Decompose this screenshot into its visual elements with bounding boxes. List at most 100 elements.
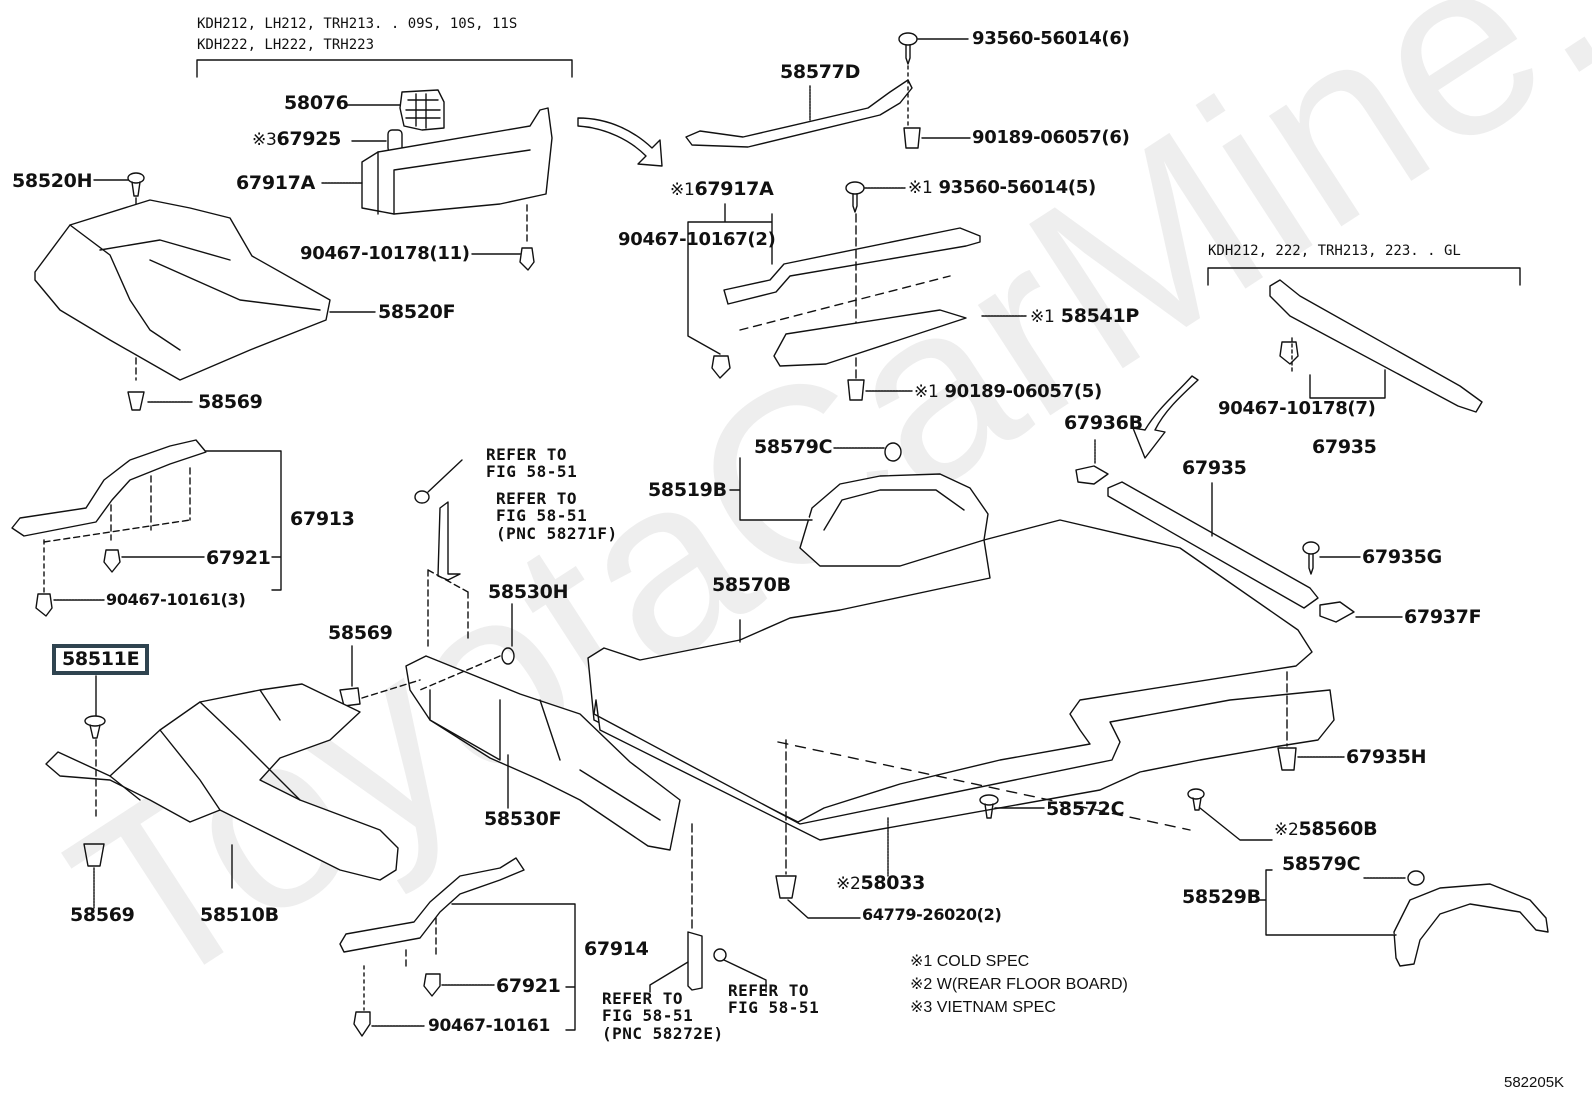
note-mark: ※2 [1274, 820, 1299, 840]
part-label-90467-10167-2[interactable]: 90467-10167(2) [618, 229, 776, 250]
part-number: 93560-56014(5) [938, 177, 1096, 198]
part-number: 90189-06057(5) [944, 381, 1102, 402]
part-67935H-drawing [1277, 671, 1345, 771]
bracket-58272E-drawing [649, 823, 703, 993]
part-label-58569-c[interactable]: 58569 [70, 904, 135, 926]
part-label-64779-26020-2[interactable]: 64779-26020(2) [862, 905, 1002, 924]
part-label-58530H[interactable]: 58530H [488, 581, 569, 603]
refer-to-fig-58-51-pnc-58272E[interactable]: REFER TO FIG 58-51 (PNC 58272E) [602, 989, 724, 1043]
diagram-code: 582205K [1504, 1074, 1565, 1091]
applicability-bracket-right [1207, 267, 1521, 286]
refer-to-fig-58-51-pnc-58271F[interactable]: REFER TO FIG 58-51 (PNC 58271F) [496, 489, 618, 543]
part-58569-clip-a-drawing [127, 391, 193, 411]
part-label-67936B[interactable]: 67936B [1064, 412, 1143, 434]
direction-arrow-top [577, 117, 663, 167]
part-label-58579C-a[interactable]: 58579C [754, 436, 833, 458]
part-label-58519B[interactable]: 58519B [648, 479, 727, 501]
part-label-58076[interactable]: 58076 [284, 92, 349, 114]
part-58572C-drawing [979, 794, 1045, 819]
refer-to-fig-58-51-a[interactable]: REFER TO FIG 58-51 [486, 445, 578, 482]
part-90467-10178-7-clip-drawing [1279, 341, 1299, 365]
note-mark: ※1 [908, 178, 933, 198]
spec-notes: ※1 COLD SPEC ※2 W(REAR FLOOR BOARD) ※3 V… [910, 950, 1128, 1019]
part-label-58569-b[interactable]: 58569 [328, 622, 393, 644]
part-label-67935-b[interactable]: 67935 [1182, 457, 1247, 479]
part-number: 58541P [1060, 305, 1140, 327]
part-90467-10161-clip-drawing [353, 965, 425, 1037]
part-58033-drawing [593, 689, 1335, 877]
part-67921-clip-b-drawing [423, 973, 495, 997]
part-93560-56014-6-drawing [898, 32, 969, 129]
bracket-58271F-drawing [427, 501, 469, 651]
part-58560B-drawing [1187, 788, 1273, 841]
part-label-90189-06057-6[interactable]: 90189-06057(6) [972, 127, 1130, 148]
part-58510B-drawing [45, 683, 399, 889]
part-label-90467-10178-7[interactable]: 90467-10178(7) [1218, 398, 1376, 419]
note-mark: ※1 [1030, 307, 1055, 327]
part-label-67913[interactable]: 67913 [290, 508, 355, 530]
part-label-67937F[interactable]: 67937F [1404, 606, 1482, 628]
part-label-58569-a[interactable]: 58569 [198, 391, 263, 413]
part-67913-drawing [11, 439, 282, 591]
part-58569-clip-b-drawing [339, 645, 421, 707]
part-label-90467-10161[interactable]: 90467-10161 [428, 1016, 551, 1036]
part-58529B-drawing [1255, 869, 1549, 967]
part-label-58560B[interactable]: ※258560B [1274, 818, 1378, 840]
applicability-bracket-top-left [196, 59, 573, 78]
part-label-58570B[interactable]: 58570B [712, 574, 791, 596]
part-label-67921-a[interactable]: 67921 [206, 547, 271, 569]
part-label-58529B[interactable]: 58529B [1182, 886, 1261, 908]
bolt-refer-a-drawing [414, 459, 463, 504]
part-label-58577D[interactable]: 58577D [780, 61, 861, 83]
part-58530H-drawing [419, 603, 515, 691]
part-67917A-cold-drawing [687, 203, 981, 355]
part-label-67921-b[interactable]: 67921 [496, 975, 561, 997]
part-label-58541P[interactable]: ※1 58541P [1030, 307, 1139, 326]
part-label-90189-06057-5[interactable]: ※1 90189-06057(5) [914, 383, 1102, 401]
spec-note: ※3 VIETNAM SPEC [910, 999, 1056, 1016]
note-mark: ※1 [670, 180, 695, 200]
part-67921-clip-a-drawing [103, 549, 205, 573]
part-label-90467-10178-11[interactable]: 90467-10178(11) [300, 243, 470, 264]
part-label-58510B[interactable]: 58510B [200, 904, 279, 926]
part-58570B-drawing [587, 519, 1313, 823]
part-label-58033[interactable]: ※258033 [836, 874, 925, 893]
applicability-right: KDH212, 222, TRH213, 223. . GL [1208, 243, 1461, 259]
part-label-67914[interactable]: 67914 [584, 938, 649, 960]
part-90467-10161-3-clip-drawing [35, 539, 105, 617]
part-58579C-b-drawing [1363, 870, 1425, 886]
part-58579C-a-drawing [833, 442, 902, 462]
part-number: 58033 [860, 872, 926, 894]
direction-arrow-right [1132, 375, 1199, 459]
part-label-58511E: 58511E [62, 648, 140, 670]
part-58569-clip-c-drawing [83, 843, 105, 909]
part-label-67935-a[interactable]: 67935 [1312, 436, 1377, 458]
part-label-67917A[interactable]: 67917A [236, 172, 316, 194]
part-number: 67917A [694, 178, 774, 200]
bolt-refer-b-drawing [713, 948, 767, 993]
part-label-67935H[interactable]: 67935H [1346, 746, 1427, 768]
part-label-58572C[interactable]: 58572C [1046, 798, 1125, 820]
note-mark: ※3 [252, 130, 277, 150]
selected-part-highlight[interactable]: 58511E [52, 644, 150, 675]
part-label-58530F[interactable]: 58530F [484, 808, 562, 830]
part-label-58520F[interactable]: 58520F [378, 301, 456, 323]
part-label-67935G[interactable]: 67935G [1362, 546, 1442, 568]
part-90467-10178-clip-drawing [471, 204, 535, 271]
part-label-58579C-b[interactable]: 58579C [1282, 853, 1361, 875]
part-label-67917A-cold[interactable]: ※167917A [670, 178, 774, 200]
part-90189-06057-5-drawing [847, 379, 913, 401]
part-label-90467-10161-3[interactable]: 90467-10161(3) [106, 590, 246, 609]
part-67935-center-drawing [1107, 481, 1319, 609]
part-67937F-drawing [1319, 601, 1403, 623]
part-number: 58560B [1298, 818, 1378, 840]
part-58076-drawing [344, 89, 445, 131]
part-label-93560-56014-5[interactable]: ※1 93560-56014(5) [908, 179, 1096, 197]
refer-to-fig-58-51-b[interactable]: REFER TO FIG 58-51 [728, 981, 820, 1018]
part-label-67925[interactable]: ※367925 [252, 130, 341, 149]
spec-note: ※2 W(REAR FLOOR BOARD) [910, 976, 1128, 993]
part-58530F-drawing [405, 655, 681, 851]
part-label-58520H[interactable]: 58520H [12, 170, 93, 192]
part-label-93560-56014-6[interactable]: 93560-56014(6) [972, 28, 1130, 49]
